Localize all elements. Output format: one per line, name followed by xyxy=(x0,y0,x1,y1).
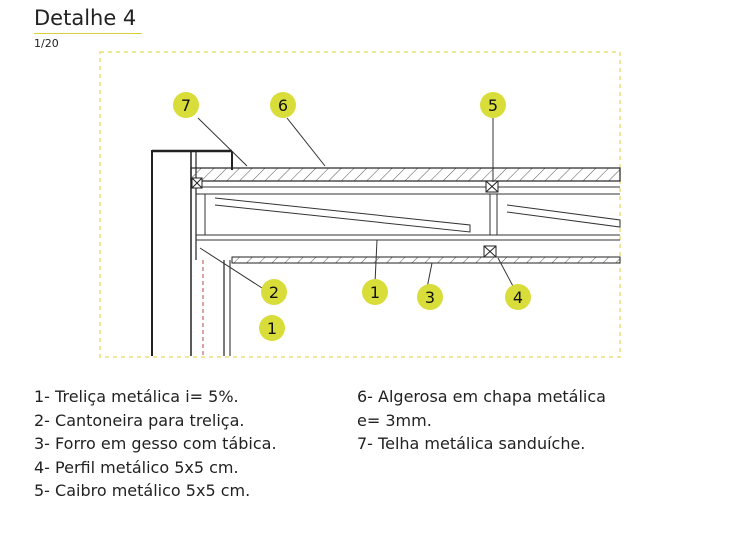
callout-1: 1 xyxy=(362,279,388,305)
leader-lines xyxy=(197,117,515,289)
legend-item-7: 7- Telha metálica sanduíche. xyxy=(357,434,586,453)
callout-4-label: 4 xyxy=(513,288,523,307)
callout-7-label: 7 xyxy=(181,96,191,115)
detail-frame xyxy=(99,51,621,358)
legend-item-3: 3- Forro em gesso com tábica. xyxy=(34,434,277,453)
callout-3-label: 3 xyxy=(425,288,435,307)
legend-item-4: 4- Perfil metálico 5x5 cm. xyxy=(34,457,239,477)
callout-7: 7 xyxy=(173,92,199,118)
wall-column xyxy=(151,149,233,356)
callout-5: 5 xyxy=(480,92,506,118)
callout-1-wall-label: 1 xyxy=(267,319,277,338)
callout-1-label: 1 xyxy=(370,283,380,302)
roof-tile xyxy=(190,167,621,182)
scale-label: 1/20 xyxy=(34,37,59,50)
legend-item-6-cont: e= 3mm. xyxy=(357,410,432,430)
callout-5-label: 5 xyxy=(488,96,498,115)
callout-3: 3 xyxy=(417,284,443,310)
legend-item-1: 1- Treliça metálica i= 5%. xyxy=(34,387,239,406)
callout-6-label: 6 xyxy=(278,96,288,115)
title-underline xyxy=(34,33,142,34)
metal-truss xyxy=(196,186,621,241)
callout-2-label: 2 xyxy=(269,283,279,302)
legend-item-6: 6- Algerosa em chapa metálica xyxy=(357,387,606,406)
callout-4: 4 xyxy=(505,284,531,310)
legend-left: 1- Treliça metálica i= 5%. 2- Cantoneira… xyxy=(34,385,277,503)
square-profiles xyxy=(191,177,499,258)
callout-6: 6 xyxy=(270,92,296,118)
legend-right: 6- Algerosa em chapa metálica e= 3mm. 7-… xyxy=(357,385,606,456)
detail-title: Detalhe 4 xyxy=(34,6,137,30)
ceiling-board xyxy=(231,256,621,264)
legend-item-2: 2- Cantoneira para treliça. xyxy=(34,410,245,430)
legend-item-5: 5- Caibro metálico 5x5 cm. xyxy=(34,481,251,500)
callout-1-wall: 1 xyxy=(259,315,285,341)
callout-2: 2 xyxy=(261,279,287,305)
